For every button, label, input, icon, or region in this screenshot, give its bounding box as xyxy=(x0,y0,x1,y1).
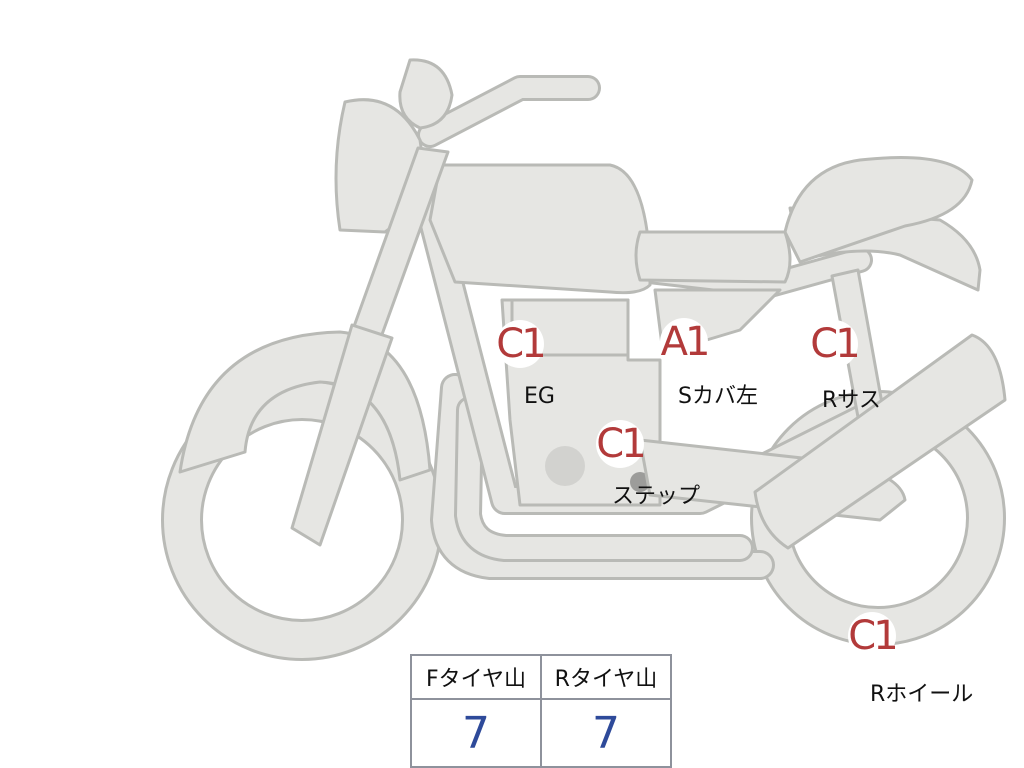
grade-badge-rear-suspension: C1 xyxy=(810,320,861,368)
seat-rear xyxy=(783,156,974,264)
tire-tread-table: Fタイヤ山 Rタイヤ山 7 7 xyxy=(410,654,672,768)
grade-badge-step: C1 xyxy=(596,420,647,468)
part-label-eg: EG xyxy=(524,384,555,409)
part-label-rear-suspension: Rサス xyxy=(822,388,881,413)
meter xyxy=(398,58,454,130)
grade-badge-side-cover-left: A1 xyxy=(660,318,710,366)
fuel-tank xyxy=(428,163,652,295)
rear-tire-tread-value: 7 xyxy=(540,698,672,768)
grade-badge-rear-wheel: C1 xyxy=(848,612,899,660)
part-label-rear-wheel: Rホイール xyxy=(870,682,974,707)
muffler xyxy=(753,333,1007,550)
part-label-side-cover-left: Sカバ左 xyxy=(678,384,758,409)
handlebar xyxy=(417,75,601,148)
front-fork xyxy=(290,146,450,547)
seat xyxy=(634,230,792,284)
rear-tire-tread-header: Rタイヤ山 xyxy=(540,654,672,700)
front-tire-tread-value: 7 xyxy=(410,698,542,768)
front-tire-tread-header: Fタイヤ山 xyxy=(410,654,542,700)
part-label-step: ステップ xyxy=(612,484,701,509)
exhaust-pipes xyxy=(430,373,775,580)
grade-badge-eg: C1 xyxy=(496,320,547,368)
front-wheel xyxy=(161,379,443,661)
